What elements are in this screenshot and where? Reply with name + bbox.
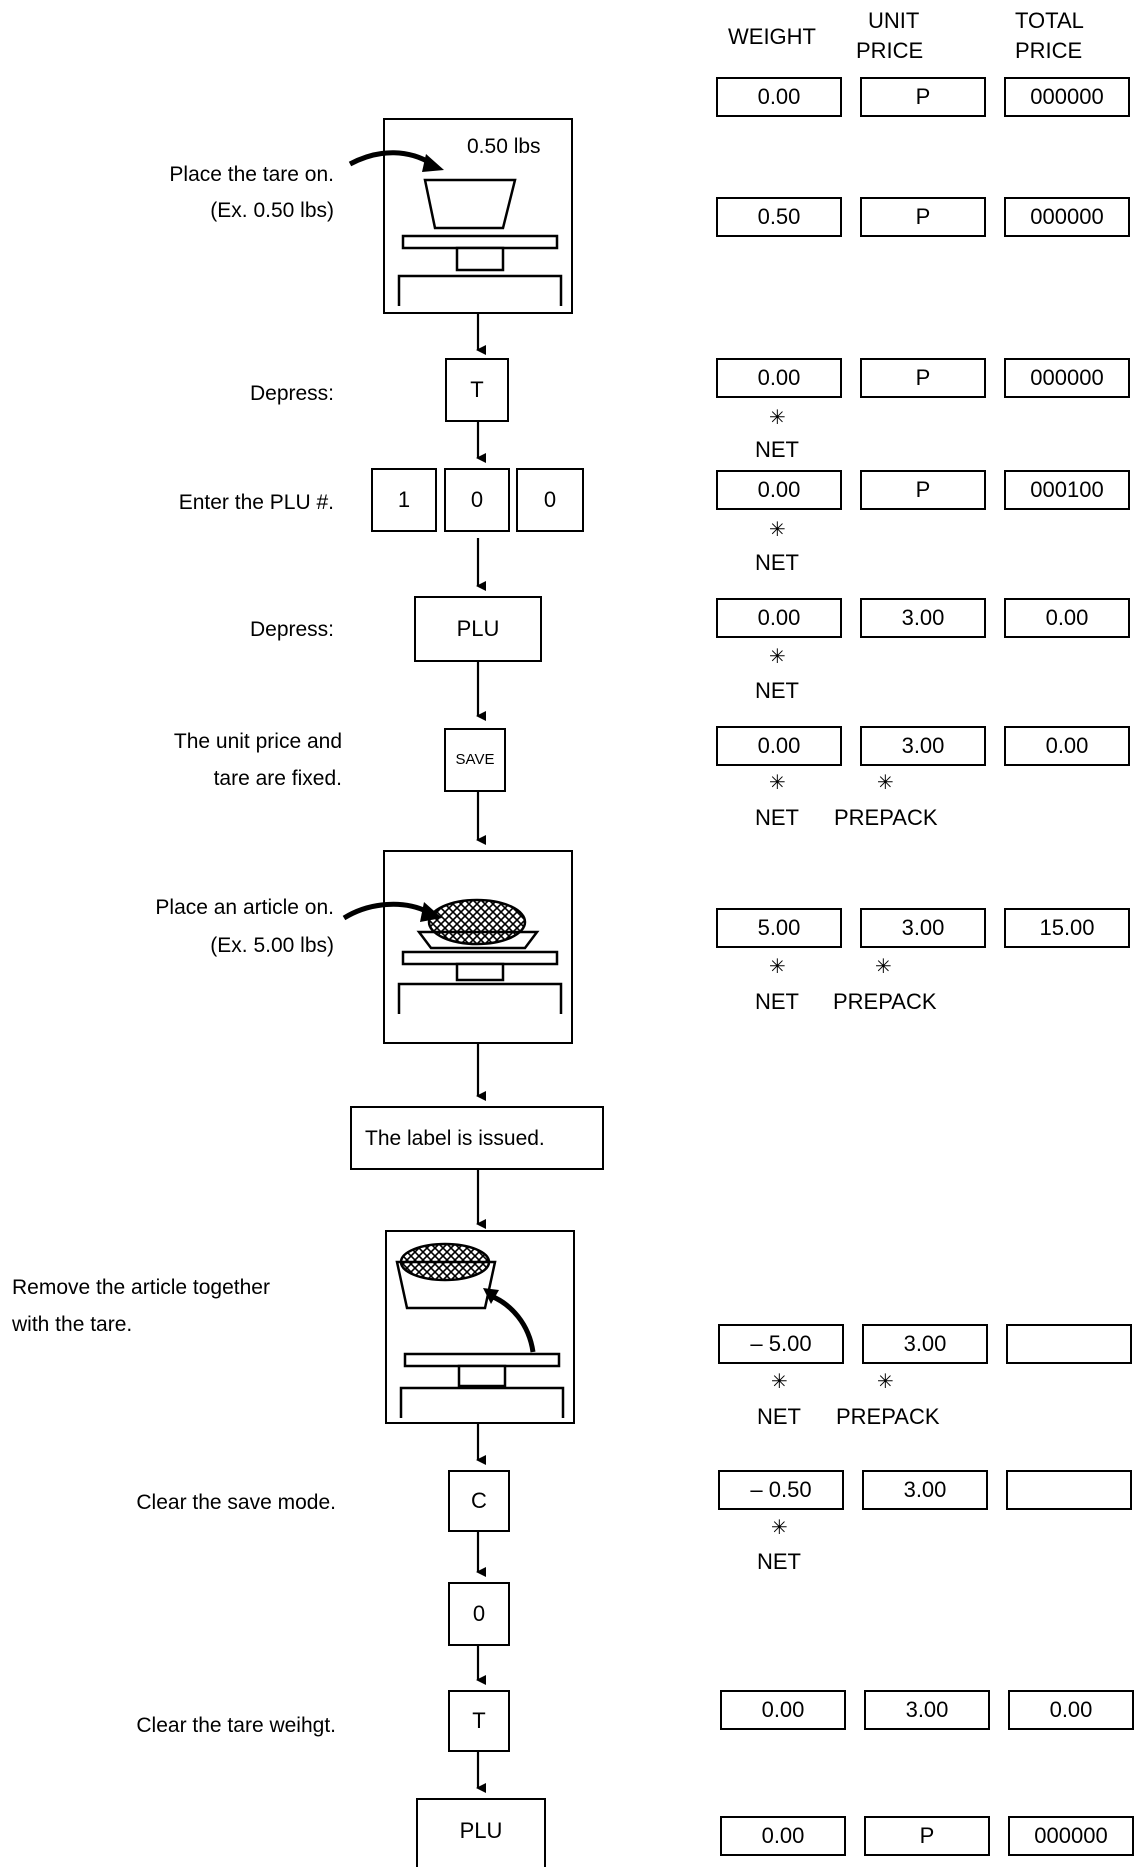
display-unit-price: 3.00 (860, 726, 986, 766)
step-clear-tare-label: Clear the tare weihgt. (136, 1713, 336, 1738)
display-weight: – 0.50 (718, 1470, 844, 1510)
step-remove-line2: with the tare. (12, 1312, 132, 1337)
display-total-price: 000000 (1004, 77, 1130, 117)
display-total-price (1006, 1324, 1132, 1364)
net-indicator-icon: ✳ (771, 1518, 788, 1538)
step-remove-line1: Remove the article together (12, 1275, 270, 1300)
label-issued-box: The label is issued. (350, 1106, 604, 1170)
t-key-2[interactable]: T (448, 1690, 510, 1752)
net-indicator-icon: ✳ (769, 647, 786, 667)
display-total-price: 000000 (1004, 197, 1130, 237)
c-key[interactable]: C (448, 1470, 510, 1532)
display-total-price: 000000 (1004, 358, 1130, 398)
display-total-price: 000000 (1008, 1816, 1134, 1856)
prepack-label: PREPACK (836, 1405, 940, 1429)
prepack-indicator-icon: ✳ (877, 773, 894, 793)
net-label: NET (755, 990, 799, 1014)
display-weight: 0.00 (720, 1690, 846, 1730)
scale-illustration-remove (385, 1230, 575, 1424)
step-clear-save-label: Clear the save mode. (136, 1490, 336, 1515)
display-unit-price: P (864, 1816, 990, 1856)
net-label: NET (757, 1405, 801, 1429)
net-indicator-icon: ✳ (769, 957, 786, 977)
display-total-price: 0.00 (1008, 1690, 1134, 1730)
display-unit-price: 3.00 (864, 1690, 990, 1730)
display-total-price: 15.00 (1004, 908, 1130, 948)
display-weight: – 5.00 (718, 1324, 844, 1364)
zero-key[interactable]: 0 (448, 1582, 510, 1646)
net-indicator-icon: ✳ (769, 520, 786, 540)
net-indicator-icon: ✳ (771, 1372, 788, 1392)
display-unit-price: 3.00 (860, 598, 986, 638)
label-issued-text: The label is issued. (365, 1126, 545, 1151)
net-label: NET (757, 1550, 801, 1574)
net-label: NET (755, 679, 799, 703)
display-total-price: 0.00 (1004, 726, 1130, 766)
prepack-label: PREPACK (834, 806, 938, 830)
display-weight: 0.50 (716, 197, 842, 237)
display-unit-price: P (860, 358, 986, 398)
display-weight: 0.00 (716, 77, 842, 117)
net-label: NET (755, 551, 799, 575)
display-total-price: 000100 (1004, 470, 1130, 510)
net-label: NET (755, 806, 799, 830)
display-total-price (1006, 1470, 1132, 1510)
prepack-indicator-icon: ✳ (877, 1372, 894, 1392)
display-weight: 0.00 (720, 1816, 846, 1856)
net-label: NET (755, 438, 799, 462)
display-unit-price: 3.00 (862, 1470, 988, 1510)
display-weight: 0.00 (716, 358, 842, 398)
scale-remove-article-icon (387, 1232, 577, 1426)
plu-key-2[interactable]: PLU (416, 1798, 546, 1867)
display-weight: 0.00 (716, 470, 842, 510)
prepack-label: PREPACK (833, 990, 937, 1014)
prepack-indicator-icon: ✳ (875, 957, 892, 977)
display-unit-price: 3.00 (860, 908, 986, 948)
net-indicator-icon: ✳ (769, 408, 786, 428)
display-total-price: 0.00 (1004, 598, 1130, 638)
display-unit-price: P (860, 470, 986, 510)
display-unit-price: P (860, 197, 986, 237)
display-weight: 0.00 (716, 726, 842, 766)
net-indicator-icon: ✳ (769, 773, 786, 793)
display-weight: 0.00 (716, 598, 842, 638)
display-unit-price: 3.00 (862, 1324, 988, 1364)
display-unit-price: P (860, 77, 986, 117)
display-weight: 5.00 (716, 908, 842, 948)
